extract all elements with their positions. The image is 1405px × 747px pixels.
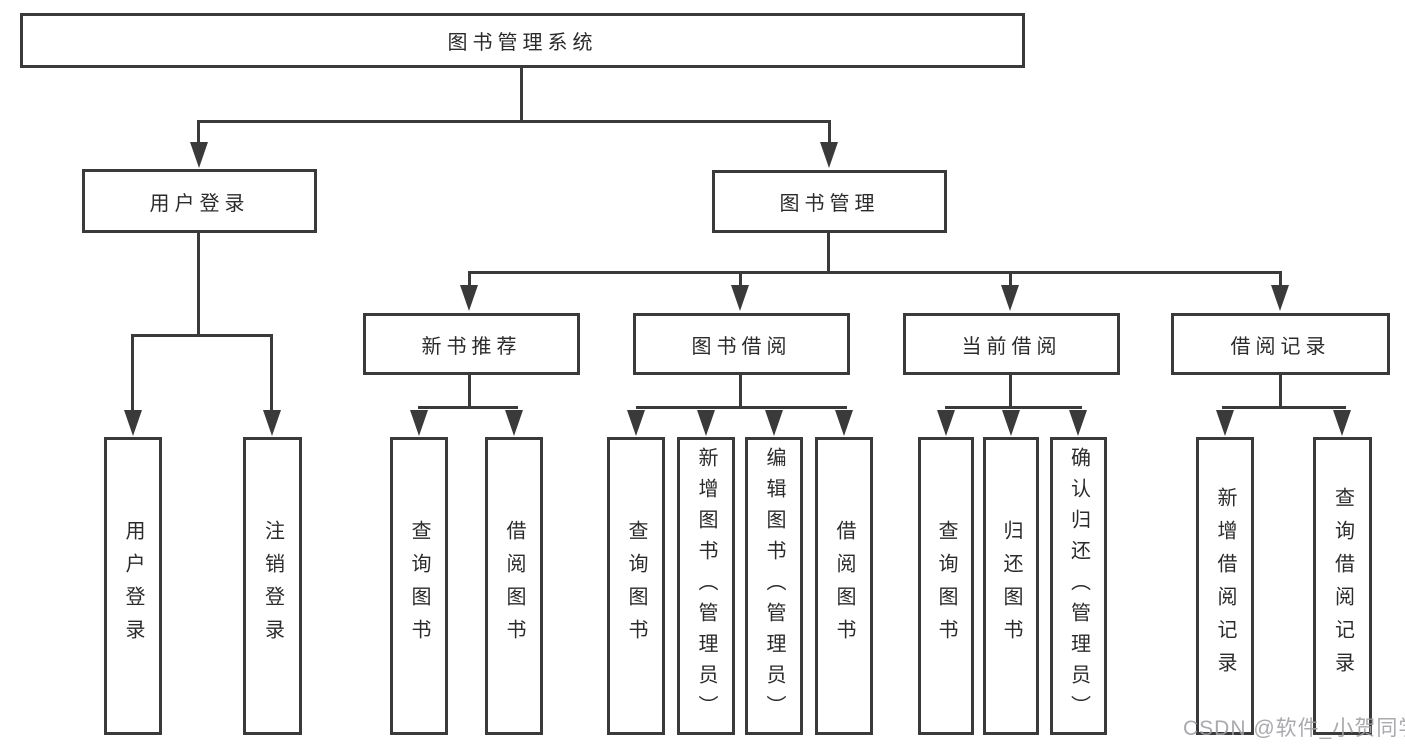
node-book-borrowing: 图书借阅	[633, 313, 850, 375]
leaf-add-books-admin: 新增图书（管理员）	[677, 437, 735, 735]
node-user-login: 用户登录	[82, 169, 317, 233]
arrowhead-down-icon	[820, 142, 838, 168]
arrowhead-down-icon	[1271, 285, 1289, 311]
leaf-return-books: 归还图书	[983, 437, 1039, 735]
node-label: 归还图书	[1000, 520, 1022, 652]
arrowhead-down-icon	[835, 410, 853, 436]
node-label: 新书推荐	[421, 335, 522, 358]
leaf-borrow-books-recommend: 借阅图书	[485, 437, 543, 735]
arrowhead-down-icon	[1069, 410, 1087, 436]
node-label: 图书管理	[779, 193, 880, 215]
node-label: 借阅记录	[1230, 335, 1331, 358]
connector-line	[739, 271, 742, 289]
connector-line	[1222, 406, 1346, 409]
node-label: 图书管理系统	[447, 32, 598, 54]
node-library-system: 图书管理系统	[20, 13, 1025, 68]
connector-line	[828, 120, 831, 146]
node-label: 确认归还（管理员）	[1067, 446, 1090, 726]
connector-line	[197, 120, 200, 146]
leaf-query-books-current: 查询图书	[918, 437, 974, 735]
connector-line	[1279, 271, 1282, 289]
connector-line	[468, 271, 471, 289]
arrowhead-down-icon	[410, 410, 428, 436]
node-label: 编辑图书（管理员）	[763, 446, 785, 726]
arrowhead-down-icon	[697, 410, 715, 436]
arrowhead-down-icon	[731, 285, 749, 311]
node-label: 查询图书	[935, 520, 957, 652]
leaf-query-books-recommend: 查询图书	[390, 437, 448, 735]
arrowhead-down-icon	[627, 410, 645, 436]
leaf-user-login: 用户登录	[104, 437, 162, 735]
connector-line	[197, 233, 200, 337]
connector-line	[270, 334, 273, 414]
arrowhead-down-icon	[1216, 410, 1234, 436]
leaf-add-borrow-record: 新增借阅记录	[1196, 437, 1254, 735]
csdn-watermark: CSDN @软件_小贺同学	[1183, 717, 1405, 740]
arrowhead-down-icon	[190, 142, 208, 168]
connector-line	[945, 406, 1082, 409]
arrowhead-down-icon	[1333, 410, 1351, 436]
arrowhead-down-icon	[263, 410, 281, 436]
connector-line	[1009, 271, 1012, 289]
arrowhead-down-icon	[124, 410, 142, 436]
node-label: 用户登录	[149, 192, 250, 215]
leaf-query-borrow-record: 查询借阅记录	[1313, 437, 1372, 735]
connector-line	[636, 406, 847, 409]
node-borrowing-records: 借阅记录	[1171, 313, 1390, 375]
connector-line	[418, 406, 518, 409]
connector-line	[1279, 375, 1282, 409]
node-label: 借阅图书	[833, 520, 855, 652]
leaf-confirm-return-admin: 确认归还（管理员）	[1050, 437, 1107, 735]
node-label: 注销登录	[261, 520, 284, 652]
connector-line	[131, 334, 134, 414]
node-new-book-recommendation: 新书推荐	[363, 313, 580, 375]
node-label: 新增借阅记录	[1214, 487, 1236, 685]
node-label: 查询借阅记录	[1331, 487, 1354, 685]
connector-line	[520, 68, 523, 123]
node-current-borrowing: 当前借阅	[903, 313, 1120, 375]
node-label: 查询图书	[408, 520, 430, 652]
connector-line	[827, 233, 830, 274]
node-book-management: 图书管理	[712, 170, 947, 233]
connector-line	[131, 334, 273, 337]
node-label: 借阅图书	[503, 520, 525, 652]
leaf-borrow-books: 借阅图书	[815, 437, 873, 735]
leaf-query-books-borrowing: 查询图书	[607, 437, 665, 735]
connector-line	[468, 375, 471, 409]
arrowhead-down-icon	[1001, 285, 1019, 311]
node-label: 用户登录	[122, 520, 144, 652]
arrowhead-down-icon	[765, 410, 783, 436]
leaf-logout: 注销登录	[243, 437, 302, 735]
node-label: 查询图书	[625, 520, 647, 652]
node-label: 图书借阅	[691, 335, 792, 358]
arrowhead-down-icon	[1002, 410, 1020, 436]
connector-line	[1009, 375, 1012, 409]
connector-line	[739, 375, 742, 409]
connector-line	[468, 271, 1282, 274]
arrowhead-down-icon	[937, 410, 955, 436]
node-label: 当前借阅	[961, 335, 1062, 358]
leaf-edit-books-admin: 编辑图书（管理员）	[745, 437, 803, 735]
connector-line	[197, 120, 831, 123]
arrowhead-down-icon	[505, 410, 523, 436]
node-label: 新增图书（管理员）	[695, 446, 717, 726]
arrowhead-down-icon	[460, 285, 478, 311]
